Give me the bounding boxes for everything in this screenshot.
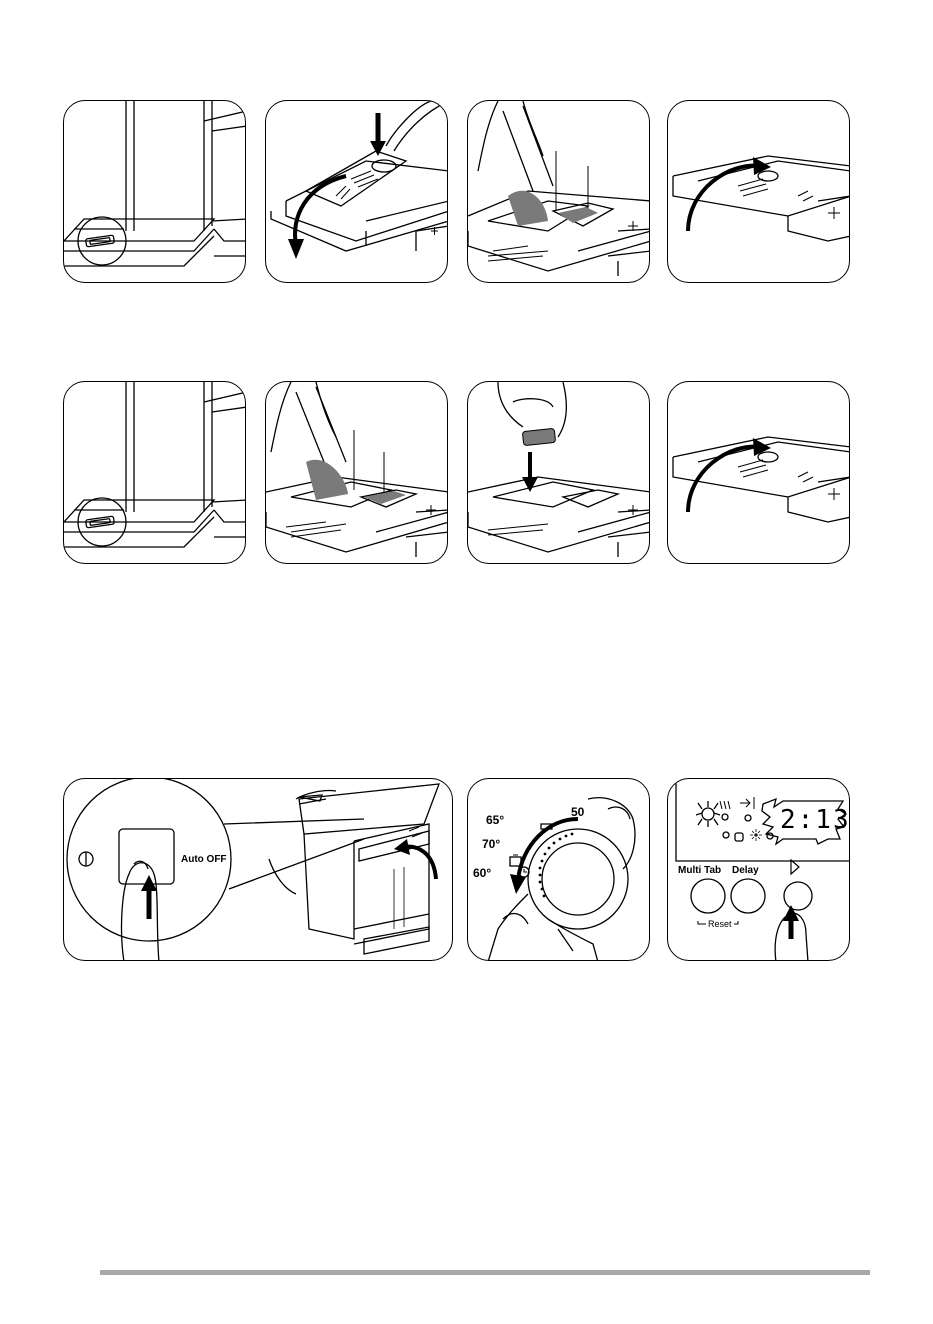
sun-icon — [696, 801, 720, 827]
figure-pour-detergent-2 — [265, 381, 448, 564]
figure-program-dial: 65° 70° 60° 50 — [467, 778, 650, 961]
figure-open-door-1 — [63, 100, 246, 283]
play-icon — [791, 860, 799, 874]
footer-rule — [100, 1270, 870, 1275]
figure-close-lid-1 — [667, 100, 850, 283]
figure-control-panel: 2:13 Multi Tab Delay Reset — [667, 778, 850, 961]
multi-tab-button — [691, 879, 725, 913]
temp-label-top: 50 — [571, 805, 584, 819]
tablet-icon — [735, 833, 743, 841]
start-button — [784, 882, 812, 910]
power-button — [119, 829, 174, 884]
auto-off-label: Auto OFF — [181, 854, 227, 865]
figure-open-lid — [265, 100, 448, 283]
temp-label-65: 65° — [486, 813, 504, 827]
temp-label-70: 70° — [482, 837, 500, 851]
multi-tab-label: Multi Tab — [678, 865, 721, 876]
temp-label-60: 60° — [473, 866, 491, 880]
display-time: 2:13 — [780, 805, 850, 835]
delay-button — [731, 879, 765, 913]
rinse-aid-icon — [750, 829, 762, 841]
figure-power-on: Auto OFF — [63, 778, 453, 961]
delay-label: Delay — [732, 865, 759, 876]
figure-pour-detergent — [467, 100, 650, 283]
reset-label: Reset — [706, 919, 734, 929]
figure-close-lid-2 — [667, 381, 850, 564]
drying-icon — [720, 801, 730, 809]
end-icon — [740, 797, 754, 809]
open-door-illustration — [64, 101, 246, 283]
figure-insert-tablet — [467, 381, 650, 564]
figure-open-door-2 — [63, 381, 246, 564]
